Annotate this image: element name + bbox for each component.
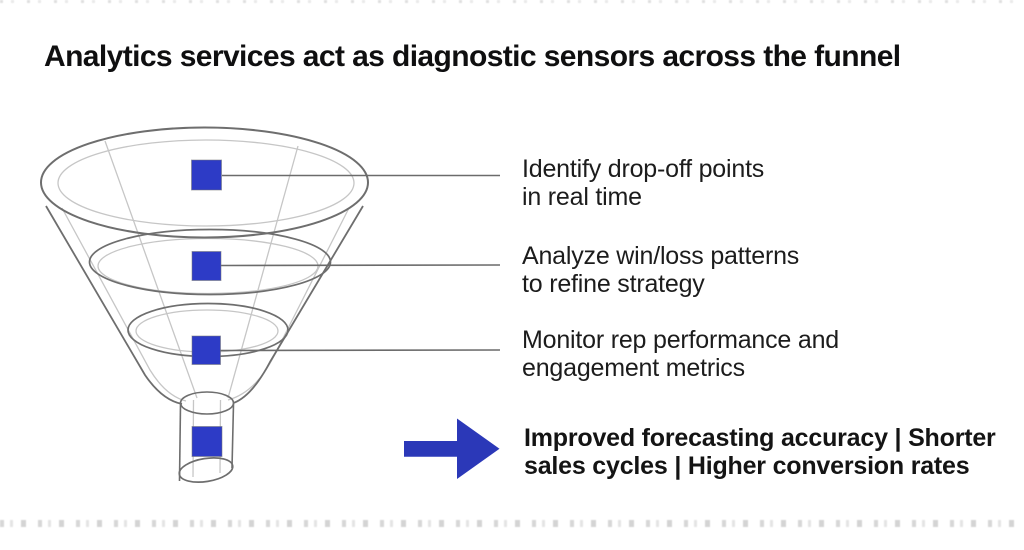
funnel-top-outer-rim xyxy=(40,126,369,239)
sensor-markers xyxy=(191,159,223,457)
funnel-stem-mouth xyxy=(179,391,235,415)
funnel-ring2 xyxy=(88,228,332,296)
funnel-wireframe xyxy=(40,126,369,483)
stage-label-1-line-2: in real time xyxy=(522,183,642,211)
connector-line-3 xyxy=(220,349,501,352)
stage-label-1: Identify drop-off points in real time xyxy=(522,155,962,211)
funnel-stem-bottom xyxy=(178,457,234,483)
funnel-back-slant-right xyxy=(227,145,299,399)
funnel-top-inner-rim xyxy=(57,139,355,227)
stage-label-2-line-2: to refine strategy xyxy=(522,270,705,298)
connector-line-2 xyxy=(220,264,501,267)
stage-label-2: Analyze win/loss patterns to refine stra… xyxy=(522,242,962,298)
sensor-marker-4 xyxy=(191,426,223,457)
stage-label-3-line-2: engagement metrics xyxy=(522,354,745,382)
stage-label-2-line-1: Analyze win/loss patterns xyxy=(522,242,800,270)
stage-label-3: Monitor rep performance and engagement m… xyxy=(522,326,962,382)
stage-label-1-line-1: Identify drop-off points xyxy=(522,155,765,183)
sensor-marker-1 xyxy=(191,159,222,191)
right-arrow-icon xyxy=(404,418,500,479)
page-title: Analytics services act as diagnostic sen… xyxy=(44,40,901,73)
sensor-marker-3 xyxy=(191,335,221,365)
funnel-back-slant-left xyxy=(104,140,198,399)
stage-label-3-line-1: Monitor rep performance and xyxy=(522,326,839,354)
outcome-text: Improved forecasting accuracy | Shorter … xyxy=(524,424,1004,480)
outcome-text-line-1: Improved forecasting accuracy | Shorter xyxy=(524,424,996,452)
outcome-text-line-2: sales cycles | Higher conversion rates xyxy=(524,452,970,480)
funnel-outer-left-edge xyxy=(45,205,183,405)
connector-lines xyxy=(220,174,501,352)
funnel-stem-left xyxy=(178,403,182,482)
sensor-marker-2 xyxy=(191,251,222,281)
funnel-stem-right xyxy=(231,403,235,469)
funnel-outer-right-edge xyxy=(233,205,364,404)
